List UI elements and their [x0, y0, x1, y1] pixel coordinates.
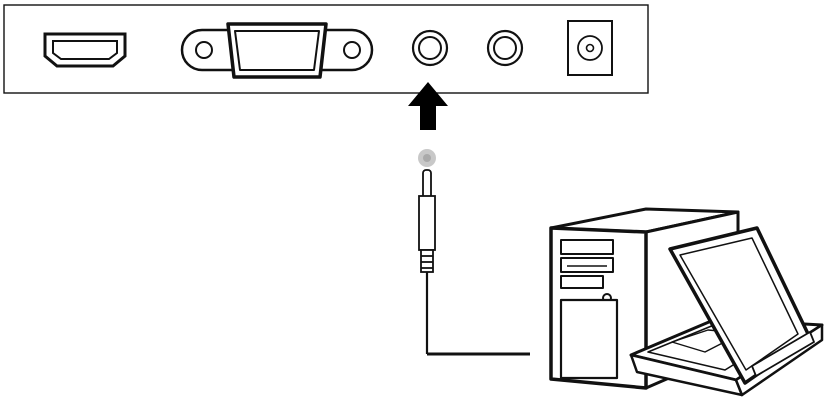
- laptop-icon: [629, 226, 824, 397]
- audio-plug-icon: [418, 169, 436, 273]
- vga-port-icon: [180, 22, 374, 79]
- plug-tip-dot: [418, 149, 436, 167]
- monitor-port-panel: [3, 4, 649, 94]
- audio-in-port-icon: [411, 29, 449, 67]
- dc-power-port-icon: [567, 20, 613, 76]
- audio-cable: [425, 272, 530, 356]
- audio-out-port-icon: [486, 29, 524, 67]
- hdmi-port-icon: [43, 32, 127, 68]
- arrow-up-icon: [408, 82, 448, 130]
